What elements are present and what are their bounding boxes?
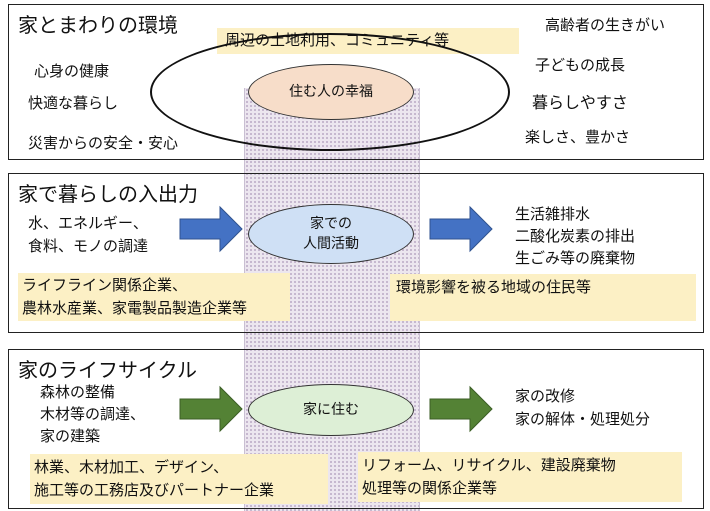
output-wastewater: 生活雑排水 [515, 205, 591, 223]
left-item-safety: 災害からの安全・安心 [28, 134, 179, 152]
arrow-output-green-icon [429, 385, 493, 433]
section-title-home-environment: 家とまわりの環境 [18, 13, 178, 37]
right-item-enjoyment: 楽しさ、豊かさ [525, 128, 631, 146]
note-reform-line2: 処理等の関係企業等 [362, 479, 498, 497]
section-lifecycle [8, 349, 704, 509]
input-forest: 森林の整備 [40, 383, 116, 401]
section-title-living-io: 家で暮らしの入出力 [18, 182, 198, 206]
output-demolition: 家の解体・処理処分 [515, 410, 651, 428]
ellipse-happiness: 住む人の幸福 [248, 64, 414, 120]
right-item-children: 子どもの成長 [535, 56, 626, 74]
section-home-environment [8, 4, 704, 160]
note-lifeline-line1: ライフライン関係企業、 [22, 276, 188, 294]
output-co2: 二酸化炭素の排出 [515, 227, 636, 245]
highlight-lifeline [18, 273, 290, 321]
arrow-input-blue-icon [179, 205, 243, 253]
environment-ellipse [150, 33, 510, 151]
output-food-waste: 生ごみ等の廃棄物 [515, 249, 636, 267]
highlight-reform [358, 452, 682, 502]
section-title-lifecycle: 家のライフサイクル [18, 358, 197, 382]
ellipse-happiness-label: 住む人の幸福 [289, 84, 373, 100]
section-living-io [8, 173, 704, 333]
right-item-elderly: 高齢者の生きがい [545, 16, 666, 34]
arrow-input-green-icon [179, 385, 243, 433]
ellipse-activity-line2: 人間活動 [303, 236, 359, 252]
note-reform-line1: リフォーム、リサイクル、建設廃棄物 [362, 456, 616, 474]
arrow-output-blue-icon [429, 205, 493, 253]
input-construction: 家の建築 [40, 427, 101, 445]
highlight-residents [390, 274, 696, 321]
input-food-goods: 食料、モノの調達 [28, 237, 149, 255]
ellipse-human-activity: 家での 人間活動 [248, 204, 414, 264]
right-item-livability: 暮らしやすさ [532, 93, 628, 112]
left-item-comfort: 快適な暮らし [28, 94, 119, 112]
left-item-health: 心身の健康 [34, 62, 110, 80]
ellipse-living-in-home: 家に住む [248, 384, 414, 436]
highlight-forestry [30, 454, 328, 504]
note-lifeline-line2: 農林水産業、家電製品製造企業等 [22, 299, 248, 317]
input-water-energy: 水、エネルギー、 [28, 214, 148, 232]
output-renovation: 家の改修 [515, 387, 576, 405]
ellipse-activity-line1: 家での [310, 216, 352, 232]
note-residents: 環境影響を被る地域の住民等 [396, 278, 592, 296]
ellipse-living-label: 家に住む [303, 402, 359, 418]
input-timber: 木材等の調達、 [40, 405, 146, 423]
note-forestry-line2: 施工等の工務店及びパートナー企業 [34, 481, 275, 499]
note-forestry-line1: 林業、木材加工、デザイン、 [34, 458, 229, 476]
